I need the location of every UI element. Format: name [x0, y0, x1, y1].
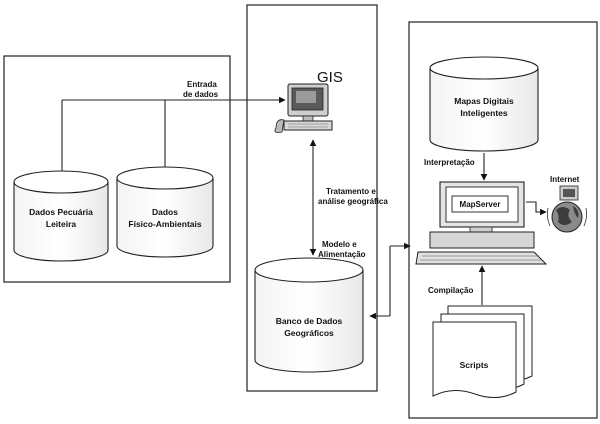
gis-label: GIS: [317, 69, 343, 86]
cattle-data-database: Dados Pecuária Leiteira: [13, 170, 109, 262]
middle-panel: [246, 4, 378, 392]
scripts-document-stack: Scripts: [432, 305, 533, 398]
geographic-database-label-line1: Banco de Dados: [276, 316, 343, 326]
processing-label-line1: Tratamento e: [326, 187, 376, 196]
interpretation-label: Interpretação: [424, 158, 475, 167]
internet-label: Internet: [550, 175, 580, 184]
geographic-database: Banco de Dados Geográficos: [254, 257, 364, 373]
geographic-database-label-line2: Geográficos: [284, 328, 334, 338]
right-panel: [408, 21, 598, 419]
mapserver-label: MapServer: [460, 200, 501, 209]
processing-label-line2: análise geográfica: [318, 197, 388, 206]
cattle-data-label-line2: Leiteira: [46, 219, 77, 229]
gis-computer-icon: [274, 83, 333, 133]
environmental-data-database: Dados Físico-Ambientais: [116, 166, 214, 258]
data-input-label-line1: Entrada: [187, 80, 217, 89]
modeling-label-line2: Alimentação: [318, 250, 366, 259]
data-input-connector: [61, 96, 286, 172]
mapserver-computer-icon: [415, 181, 548, 265]
internet-connector: [526, 201, 547, 216]
compilation-label: Compilação: [428, 286, 473, 295]
digital-maps-label-line1: Mapas Digitais: [454, 96, 514, 106]
modeling-label-line1: Modelo e: [322, 240, 357, 249]
mapserver-database-connector: [369, 242, 411, 320]
scripts-label: Scripts: [460, 360, 489, 370]
environmental-data-label-line1: Dados: [152, 207, 178, 217]
digital-maps-label-line2: Inteligentes: [460, 108, 508, 118]
cattle-data-label-line1: Dados Pecuária: [29, 207, 93, 217]
environmental-data-label-line2: Físico-Ambientais: [128, 219, 201, 229]
internet-globe-icon: [546, 185, 588, 233]
data-input-label-line2: de dados: [183, 90, 219, 99]
digital-maps-database: Mapas Digitais Inteligentes: [429, 56, 539, 152]
left-panel: [3, 55, 231, 283]
